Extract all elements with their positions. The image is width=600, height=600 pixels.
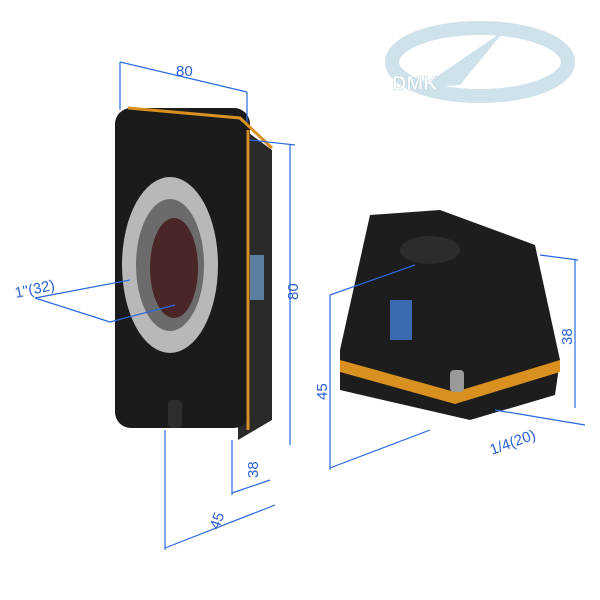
dim-mount-thread: 1"(32) (13, 277, 56, 302)
dim-front-width: 80 (176, 63, 193, 80)
camera-front-view (115, 106, 274, 440)
dimension-lines (34, 61, 586, 550)
dim-tripod-thread: 1/4(20) (488, 427, 538, 459)
dim-side-height-total: 45 (314, 383, 331, 400)
logo-text: DMK (392, 73, 438, 95)
dim-side-height-body: 38 (559, 328, 576, 345)
camera-side-view (340, 210, 560, 420)
dim-depth-body: 38 (245, 461, 262, 478)
dim-depth-total: 45 (207, 510, 229, 531)
dim-front-height: 80 (285, 283, 302, 300)
dmk-logo: DMK (385, 21, 575, 103)
